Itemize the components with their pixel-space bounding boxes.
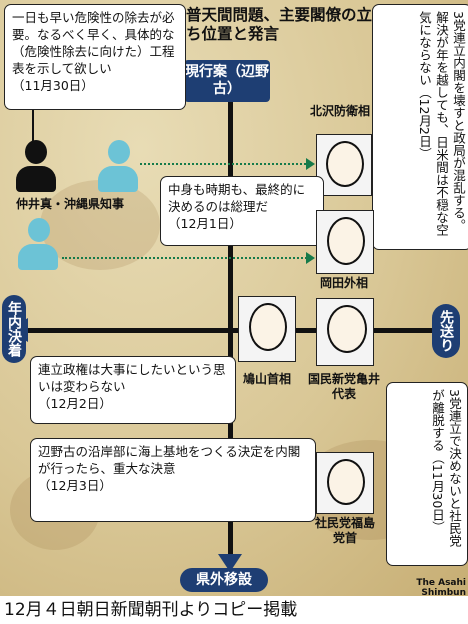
hatoyama-quote-date: （12月2日）	[38, 396, 112, 411]
newspaper-clipping: 現行案（辺野古） 県外移設 年内決着 先送り 普天間問題、主要閣僚の立ち位置と発…	[0, 0, 468, 596]
arrow-right-icon	[306, 252, 315, 264]
kitazawa-portrait	[316, 134, 372, 196]
dotted-link	[62, 257, 310, 259]
fukushima-portrait	[316, 452, 374, 514]
okada-quote-text: 中身も時期も、最終的に決めるのは総理だ	[168, 182, 306, 214]
hatoyama-portrait	[238, 296, 296, 362]
governor-name: 仲井真・沖縄県知事	[15, 197, 124, 211]
axis-right-label: 先送り	[432, 304, 460, 358]
caption: 12月４日朝日新聞朝刊よりコピー掲載	[4, 600, 298, 620]
governor-quote-date: （11月30日）	[12, 78, 94, 93]
vertical-axis	[228, 82, 233, 558]
fukushima-quote2-text: 辺野古の沿岸部に海上基地をつくる決定を内閣が行ったら、重大な決意	[38, 444, 301, 476]
okada-portrait	[316, 210, 374, 274]
arrow-right-icon	[306, 158, 315, 170]
caricature-face	[327, 305, 367, 353]
axis-bottom-label: 県外移設	[180, 568, 268, 592]
kamei-name: 国民新党亀井代表	[307, 372, 380, 401]
caricature-face	[326, 141, 364, 187]
kamei-portrait	[316, 298, 374, 366]
kitazawa-quote-text: 3党連立内閣を壊すと政局が混乱する。解決が年を越しても、日米間は不穏な空気になら…	[417, 11, 466, 236]
caricature-face	[327, 459, 365, 505]
arrow-down-icon	[218, 554, 242, 572]
connector-line	[32, 110, 34, 142]
hatoyama-name: 鳩山首相	[242, 372, 291, 386]
dotted-link	[140, 163, 310, 165]
fukushima-quote2-date: （12月3日）	[38, 478, 112, 493]
governor-quote-box: 一日も早い危険性の除去が必要。なるべく早く、具体的な（危険性除去に向けた）工程表…	[4, 4, 186, 110]
caricature-face	[249, 303, 287, 351]
chart-title: 普天間問題、主要閣僚の立ち位置と発言	[186, 6, 373, 43]
fukushima-quote-text: 3党連立で決めないと社民党が離脱する	[430, 389, 462, 547]
caricature-face	[327, 217, 365, 265]
kitazawa-name: 北沢防衛相	[310, 104, 371, 118]
okada-quote-date: （12月1日）	[168, 216, 242, 231]
kitazawa-quote-box: 3党連立内閣を壊すと政局が混乱する。解決が年を越しても、日米間は不穏な空気になら…	[372, 4, 468, 250]
fukushima-quote-box: 3党連立で決めないと社民党が離脱する（11月30日）	[386, 382, 468, 566]
hatoyama-quote-text: 連立政権は大事にしたいという思いは変わらない	[38, 362, 226, 394]
kitazawa-quote-date: （12月2日）	[417, 86, 432, 160]
fukushima-name: 社民党福島党首	[314, 516, 375, 545]
paper-stain	[40, 180, 160, 270]
okada-name: 岡田外相	[319, 276, 368, 290]
okada-quote-box: 中身も時期も、最終的に決めるのは総理だ （12月1日）	[160, 176, 324, 246]
fukushima-quote2-box: 辺野古の沿岸部に海上基地をつくる決定を内閣が行ったら、重大な決意 （12月3日）	[30, 438, 316, 522]
fukushima-quote-date: （11月30日）	[430, 451, 445, 534]
axis-left-label: 年内決着	[2, 295, 26, 363]
governor-quote-text: 一日も早い危険性の除去が必要。なるべく早く、具体的な（危険性除去に向けた）工程表…	[12, 10, 175, 76]
horizontal-axis	[26, 328, 434, 333]
hatoyama-quote-box: 連立政権は大事にしたいという思いは変わらない （12月2日）	[30, 356, 236, 424]
axis-top-label: 現行案（辺野古）	[184, 60, 270, 102]
credit: The Asahi Shimbun	[416, 578, 466, 596]
